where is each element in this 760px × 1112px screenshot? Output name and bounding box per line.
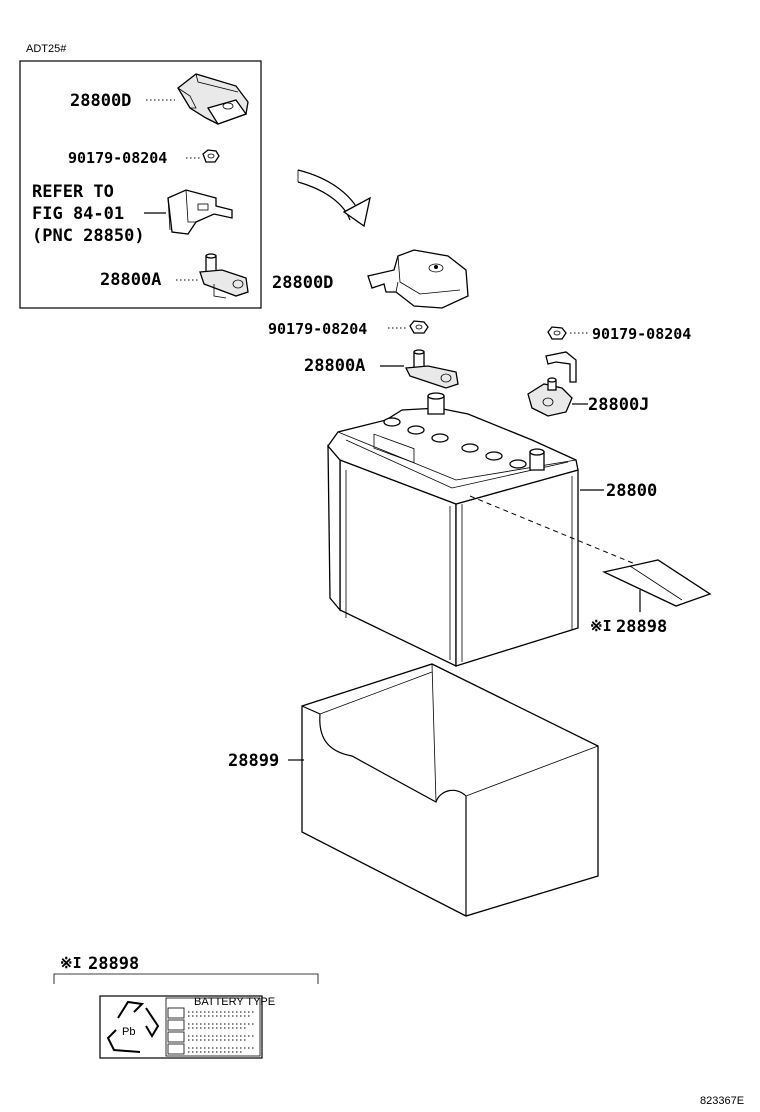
- main-nut-left-part: [409, 320, 429, 334]
- battery-part: [327, 392, 579, 668]
- inset-frame: [19, 60, 262, 309]
- main-label-nut-left[interactable]: 90179-08204: [268, 320, 367, 338]
- main-label-terminal-neg[interactable]: 28800J: [588, 395, 649, 415]
- legend-part-no[interactable]: 28898: [88, 954, 139, 974]
- legend-mark: ※I: [60, 954, 82, 972]
- legend-label-heading: BATTERY TYPE: [194, 996, 275, 1008]
- inset-refer-line2: FIG 84-01: [32, 204, 124, 224]
- inset-terminal-part: [199, 253, 249, 299]
- main-label-terminal-pos[interactable]: 28800A: [304, 356, 365, 376]
- inset-refer-line3: (PNC 28850): [32, 226, 145, 246]
- inset-label-cover[interactable]: 28800D: [70, 91, 131, 111]
- inset-label-nut[interactable]: 90179-08204: [68, 149, 167, 167]
- main-terminal-pos-part: [404, 349, 459, 389]
- main-label-sticker[interactable]: 28898: [616, 617, 667, 637]
- model-code: ADT25#: [26, 43, 67, 55]
- inset-box: 28800D 90179-08204 REFER TO FIG 84-01 (P…: [19, 60, 262, 309]
- recycle-icon: Pb: [106, 1000, 160, 1053]
- assembly-arrow-icon: [297, 169, 371, 228]
- main-label-tray[interactable]: 28899: [228, 751, 279, 771]
- battery-tray-part: [301, 663, 599, 917]
- inset-nut-part: [202, 149, 220, 163]
- legend-label-frame: [99, 995, 263, 1059]
- main-label-cover[interactable]: 28800D: [272, 273, 333, 293]
- inset-cover-part: [177, 73, 249, 125]
- main-terminal-neg-part: [527, 351, 577, 417]
- label-sticker-part: [602, 559, 712, 607]
- inset-refer-line1: REFER TO: [32, 182, 114, 202]
- main-label-sticker-mark: ※I: [590, 617, 612, 635]
- recycle-text: Pb: [122, 1026, 135, 1038]
- legend-bracket: [53, 973, 319, 984]
- main-label-battery[interactable]: 28800: [606, 481, 657, 501]
- legend-info-panel: [165, 997, 261, 1057]
- legend: ※I 28898 Pb BATTERY TYPE: [53, 954, 319, 1059]
- main-nut-right-part: [547, 326, 567, 340]
- label-projection-line: [469, 495, 641, 567]
- main-label-nut-right[interactable]: 90179-08204: [592, 325, 691, 343]
- inset-label-terminal[interactable]: 28800A: [100, 270, 161, 290]
- main-cover-part: [367, 249, 469, 309]
- figure-code: 823367E: [700, 1095, 744, 1107]
- inset-fuse-block-part: [167, 189, 233, 235]
